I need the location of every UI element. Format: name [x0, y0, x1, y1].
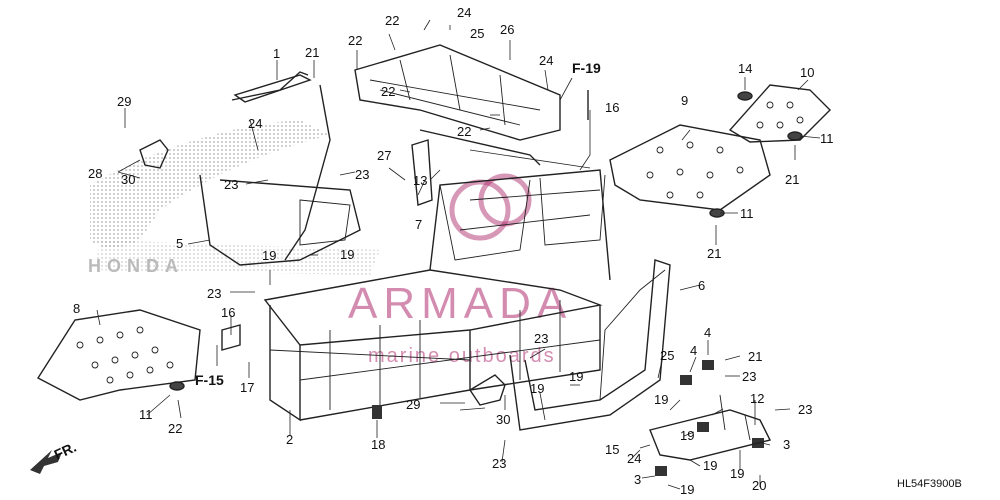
callout: 11 [139, 407, 153, 422]
callout: 30 [496, 412, 510, 427]
callout: 10 [800, 65, 814, 80]
skid-plate-left [36, 309, 201, 401]
callout: 27 [377, 148, 391, 163]
callout: 24 [539, 53, 553, 68]
callout: 22 [385, 13, 399, 28]
skid-plate-right [728, 84, 831, 143]
callout: 15 [605, 442, 619, 457]
callout: 23 [224, 177, 238, 192]
callout: 19 [340, 247, 354, 262]
callout: 24 [627, 451, 641, 466]
callout: 19 [680, 482, 694, 497]
callout: 25 [470, 26, 484, 41]
callout: 23 [742, 369, 756, 384]
drawing-code: HL54F3900B [897, 478, 962, 490]
callout: 26 [500, 22, 514, 37]
front-arrow-label: FR. [52, 439, 79, 463]
right-frame-hoop [509, 259, 671, 431]
callout: 23 [355, 167, 369, 182]
callout: 4 [690, 343, 697, 358]
callout: 30 [121, 172, 135, 187]
rubber-mount-icons [169, 91, 803, 391]
watermark-wing-logo [90, 120, 330, 248]
callout: 1 [273, 46, 280, 61]
callout-labels: 1 2 3 3 4 4 5 6 7 8 9 10 11 11 11 12 13 … [73, 5, 834, 497]
callout: 12 [750, 391, 764, 406]
callout: 24 [248, 116, 262, 131]
ref-f15: F-15 [195, 372, 224, 388]
callout: 24 [457, 5, 471, 20]
skid-plate-center [609, 124, 771, 211]
watermark-logo-text: HONDA [88, 256, 184, 276]
mount-plate-left [139, 139, 169, 169]
left-side-frame [199, 74, 361, 266]
callout: 16 [605, 100, 619, 115]
callout: 21 [305, 45, 319, 60]
callout: 19 [262, 248, 276, 263]
callout: 18 [371, 437, 385, 452]
callout: 7 [415, 217, 422, 232]
front-direction-arrow: FR. [30, 439, 79, 474]
callout: 22 [381, 84, 395, 99]
callout: 4 [704, 325, 711, 340]
callout: 19 [569, 369, 583, 384]
callout: 17 [240, 380, 254, 395]
callout: 8 [73, 301, 80, 316]
callout: 28 [88, 166, 102, 181]
callout: 13 [413, 173, 427, 188]
brace-rod [231, 71, 309, 101]
callout: 22 [348, 33, 362, 48]
callout: 16 [221, 305, 235, 320]
cross-member [411, 139, 433, 206]
callout: 25 [660, 348, 674, 363]
clip-18 [372, 405, 382, 419]
rear-bracket [649, 394, 772, 461]
callout: 21 [707, 246, 721, 261]
callout: 23 [492, 456, 506, 471]
callout: 3 [634, 472, 641, 487]
callout: 11 [820, 131, 834, 146]
callout: 22 [168, 421, 182, 436]
callout: 2 [286, 432, 293, 447]
callout: 23 [207, 286, 221, 301]
watermark-tagline: marine outboards [368, 345, 556, 367]
callout: 14 [738, 61, 752, 76]
watermark-brand: ARMADA [348, 279, 572, 328]
callout: 11 [740, 206, 754, 221]
callout: 3 [783, 437, 790, 452]
callout: 23 [534, 331, 548, 346]
watermark-armada: ARMADA marine outboards [348, 173, 572, 367]
callout: 22 [457, 124, 471, 139]
callout: 19 [680, 428, 694, 443]
mount-plate-right [469, 374, 506, 406]
rear-upper-frame [354, 44, 561, 166]
ref-f19: F-19 [572, 60, 601, 76]
callout: 20 [752, 478, 766, 493]
callout: 19 [730, 466, 744, 481]
callout: 6 [698, 278, 705, 293]
watermark-wing-lower [95, 240, 380, 275]
callout: 19 [530, 381, 544, 396]
leader-lines [96, 19, 821, 490]
callout: 21 [785, 172, 799, 187]
stay-lower [221, 324, 241, 351]
callout: 29 [117, 94, 131, 109]
callout: 23 [798, 402, 812, 417]
callout: 21 [748, 349, 762, 364]
callout: 19 [654, 392, 668, 407]
callout: 29 [406, 397, 420, 412]
callout: 5 [176, 236, 183, 251]
callout: 19 [703, 458, 717, 473]
callout: 9 [681, 93, 688, 108]
